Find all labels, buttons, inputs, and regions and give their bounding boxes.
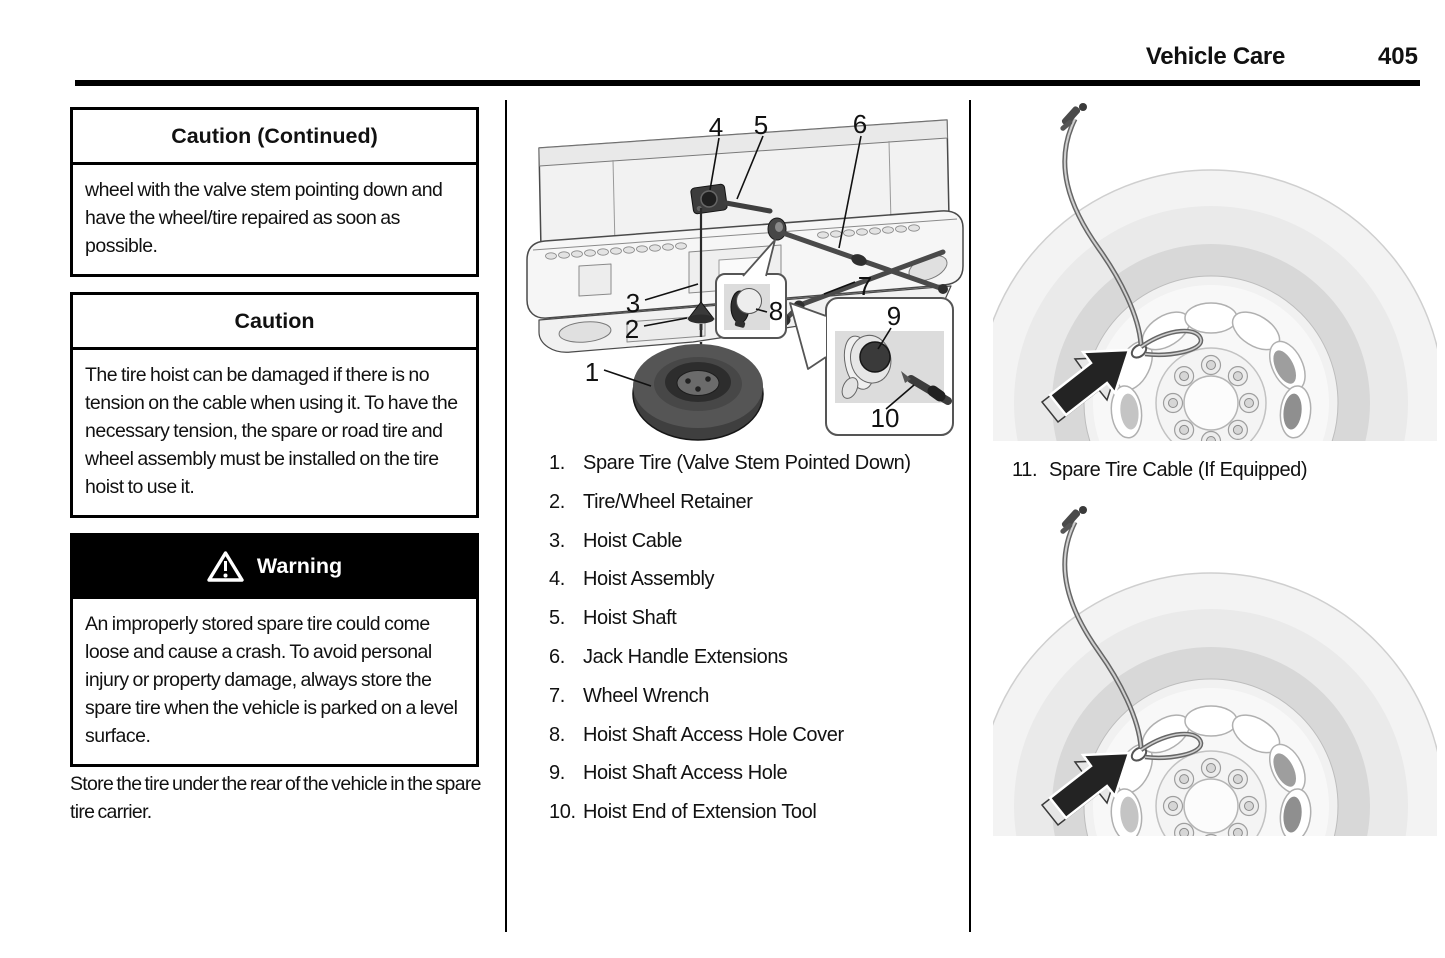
inset-access-hole-cover bbox=[715, 239, 787, 339]
callout-9: 9 bbox=[887, 301, 901, 331]
legend-item-11: 11. Spare Tire Cable (If Equipped) bbox=[1012, 459, 1432, 481]
legend-item-5: 5. Hoist Shaft bbox=[549, 607, 969, 629]
legend-item-label: Hoist Assembly bbox=[583, 568, 715, 591]
legend-item-8: 8. Hoist Shaft Access Hole Cover bbox=[549, 724, 969, 746]
caution-body: The tire hoist can be damaged if there i… bbox=[85, 364, 458, 498]
legend-item-1: 1. Spare Tire (Valve Stem Pointed Down) bbox=[549, 452, 969, 474]
header-rule bbox=[75, 80, 1420, 86]
legend-item-number: 4. bbox=[549, 568, 565, 591]
legend-item-6: 6. Jack Handle Extensions bbox=[549, 646, 969, 668]
legend-item-number: 5. bbox=[549, 607, 565, 630]
callout-10: 10 bbox=[871, 403, 900, 433]
legend-item-number: 6. bbox=[549, 645, 565, 668]
warning-header: Warning bbox=[73, 536, 476, 599]
callout-5: 5 bbox=[754, 110, 768, 140]
spare-tire-cable-illustration-top bbox=[993, 103, 1437, 441]
warning-body: An improperly stored spare tire could co… bbox=[85, 613, 458, 747]
parts-legend: 1. Spare Tire (Valve Stem Pointed Down) … bbox=[549, 452, 969, 840]
callout-7: 7 bbox=[858, 271, 872, 301]
warning-title: Warning bbox=[256, 554, 343, 578]
lug-nut-centers bbox=[1168, 360, 1254, 441]
spare-tire-cable bbox=[1060, 103, 1204, 357]
hoist-assembly bbox=[690, 183, 728, 215]
legend-item-number: 1. bbox=[549, 452, 565, 474]
callout-3: 3 bbox=[626, 288, 640, 318]
legend-item-number: 10. bbox=[549, 801, 576, 824]
legend-item-label: Wheel Wrench bbox=[583, 684, 709, 707]
warning-triangle-icon bbox=[207, 550, 244, 583]
callout-4: 4 bbox=[709, 112, 723, 142]
truck-rear-illustration: 1 2 3 4 5 6 7 8 9 10 bbox=[526, 109, 964, 441]
page-section-title: Vehicle Care bbox=[1145, 43, 1285, 70]
wheel-wrench bbox=[797, 249, 946, 308]
legend-item-number: 3. bbox=[549, 529, 565, 552]
spare-tire-cable-illustration-bottom bbox=[993, 500, 1437, 836]
callout-6: 6 bbox=[853, 109, 867, 139]
callout-8: 8 bbox=[769, 296, 783, 326]
legend-item-label: Spare Tire Cable (If Equipped) bbox=[1049, 459, 1308, 481]
warning-box: Warning An improperly stored spare tire … bbox=[70, 533, 479, 767]
legend-item-number: 8. bbox=[549, 723, 565, 746]
legend-item-4: 4. Hoist Assembly bbox=[549, 568, 969, 590]
legend-item-label: Hoist End of Extension Tool bbox=[583, 801, 817, 824]
caution-title: Caution bbox=[73, 295, 476, 350]
legend-item-9: 9. Hoist Shaft Access Hole bbox=[549, 762, 969, 784]
spare-tire bbox=[632, 344, 764, 441]
inset-access-hole-and-tool bbox=[789, 297, 954, 436]
pointer-arrow-icon bbox=[1040, 348, 1131, 424]
legend-item-10: 10. Hoist End of Extension Tool bbox=[549, 801, 969, 823]
column-divider-right bbox=[969, 100, 971, 932]
callout-1: 1 bbox=[585, 357, 599, 387]
caution-continued-title: Caution (Continued) bbox=[73, 110, 476, 165]
legend-item-label: Jack Handle Extensions bbox=[583, 645, 788, 668]
caution-box: Caution The tire hoist can be damaged if… bbox=[70, 292, 479, 518]
closing-paragraph: Store the tire under the rear of the veh… bbox=[70, 773, 481, 823]
legend-item-label: Tire/Wheel Retainer bbox=[583, 490, 753, 513]
legend-item-number: 9. bbox=[549, 762, 565, 785]
spare-tire-hoist-diagram: 1 2 3 4 5 6 7 8 9 10 bbox=[526, 109, 964, 441]
legend-item-number: 7. bbox=[549, 684, 565, 707]
wheel-with-cable-art bbox=[993, 103, 1437, 441]
bumper-tread-dots bbox=[545, 224, 920, 260]
page-number: 405 bbox=[1377, 43, 1418, 70]
legend-item-number: 11. bbox=[1012, 459, 1038, 481]
legend-item-label: Hoist Shaft bbox=[583, 607, 677, 630]
legend-item-3: 3. Hoist Cable bbox=[549, 530, 969, 552]
legend-item-7: 7. Wheel Wrench bbox=[549, 685, 969, 707]
legend-item-2: 2. Tire/Wheel Retainer bbox=[549, 491, 969, 513]
caution-continued-box: Caution (Continued) wheel with the valve… bbox=[70, 107, 479, 277]
caution-continued-body: wheel with the valve stem pointing down … bbox=[85, 179, 443, 257]
callout-2: 2 bbox=[625, 314, 639, 344]
legend-item-label: Hoist Cable bbox=[583, 529, 682, 552]
hoist-shaft bbox=[723, 200, 773, 214]
legend-item-number: 2. bbox=[549, 490, 565, 513]
legend-item-label: Hoist Shaft Access Hole bbox=[583, 762, 788, 785]
legend-item-label: Spare Tire (Valve Stem Pointed Down) bbox=[583, 452, 911, 474]
legend-item-label: Hoist Shaft Access Hole Cover bbox=[583, 723, 844, 746]
column-divider-left bbox=[505, 100, 507, 932]
callout-leader-lines bbox=[603, 135, 915, 410]
